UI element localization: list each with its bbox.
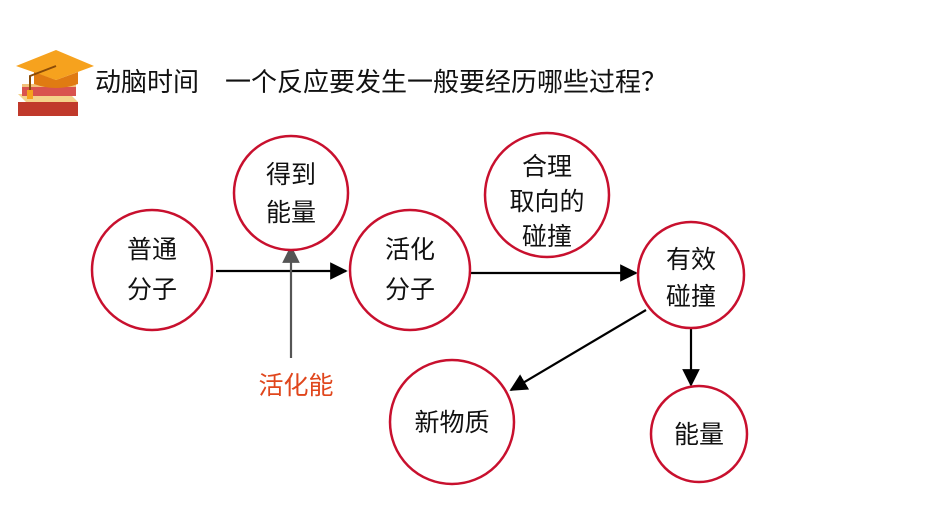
energy-released-text: 能量 (674, 420, 724, 449)
gain-energy-line-2: 能量 (266, 198, 316, 227)
orientation-line-3: 碰撞 (522, 222, 572, 251)
node-energy-released (649, 384, 749, 484)
title-part-1: 动脑时间 (95, 68, 200, 98)
effective-line-1: 有效 (666, 245, 716, 274)
arrow-effective-to-new-substance (509, 309, 647, 391)
page-title: 动脑时间一个反应要发生一般要经历哪些过程？ (95, 62, 667, 99)
activated-line-1: 活化 (385, 235, 435, 264)
node-ordinary-molecule (90, 208, 214, 332)
ordinary-line-1: 普通 (127, 235, 177, 264)
effective-line-2: 碰撞 (666, 282, 716, 311)
new-substance-text: 新物质 (414, 408, 489, 437)
activated-line-2: 分子 (385, 275, 435, 304)
gain-energy-line-1: 得到 (266, 160, 316, 189)
orientation-line-1: 合理 (522, 152, 572, 181)
graduation-cap-books-icon (16, 50, 94, 116)
node-proper-orientation-collision (483, 131, 611, 259)
activation-energy-label: 活化能 (258, 371, 333, 400)
node-gain-energy (232, 134, 350, 252)
node-new-substance (388, 358, 516, 486)
node-effective-collision (636, 220, 746, 330)
ordinary-line-2: 分子 (127, 275, 177, 304)
node-activated-molecule (348, 208, 472, 332)
orientation-line-2: 取向的 (509, 187, 584, 216)
title-question: 一个反应要发生一般要经历哪些过程？ (225, 68, 668, 98)
